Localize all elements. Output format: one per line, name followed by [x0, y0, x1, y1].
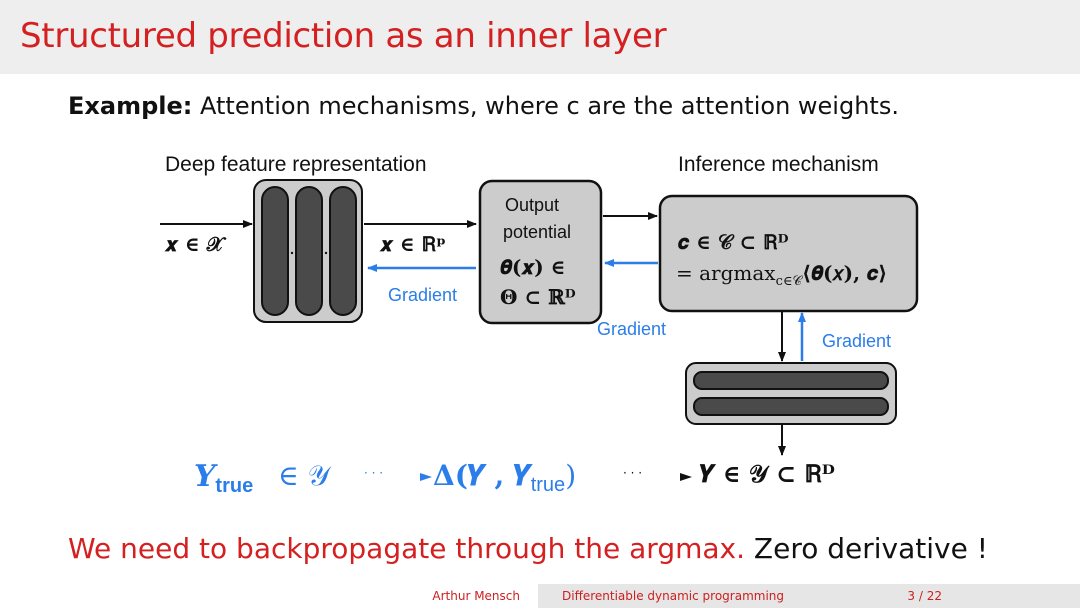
gradient-label-2: Gradient	[597, 319, 666, 339]
delta-expr: Δ(𝒀 , 𝒀true)	[433, 459, 576, 496]
inference-box	[658, 194, 919, 313]
y-true: 𝒀true	[194, 459, 253, 497]
footer-page-number: 3 / 22	[907, 589, 942, 603]
slide-footer: Arthur Mensch Differentiable dynamic pro…	[0, 584, 1080, 608]
conclusion-black: Zero derivative !	[753, 532, 988, 565]
footer-author-section: Arthur Mensch	[0, 584, 538, 608]
y-final: 𝒀 ∈ 𝒴 ⊂ ℝᴰ	[699, 459, 835, 488]
footer-talk-section: Differentiable dynamic programming 3 / 2…	[538, 584, 1080, 608]
slide-title: Structured prediction as an inner layer	[20, 16, 667, 56]
example-label: Example:	[68, 92, 193, 120]
slide-header: Structured prediction as an inner layer	[0, 0, 1080, 74]
inference-line2: = argmaxc∈𝒞⟨𝜽(𝑥), 𝒄⟩	[676, 261, 887, 289]
inference-line1: 𝒄 ∈ 𝒞 ⊂ ℝᴰ	[678, 230, 789, 254]
conclusion-red: We need to backpropagate through the arg…	[68, 532, 745, 565]
conclusion-line: We need to backpropagate through the arg…	[68, 532, 988, 565]
output-potential-line4: 𝚯 ⊂ ℝᴰ	[500, 285, 576, 309]
network-layer	[329, 186, 357, 316]
network-layer	[261, 186, 289, 316]
input-math: 𝒙 ∈ 𝒳	[164, 232, 227, 256]
network-layer	[295, 186, 323, 316]
feature-math: 𝒙 ∈ ℝᵖ	[379, 232, 446, 256]
decoder-layer	[693, 397, 889, 416]
gradient-label-1: Gradient	[388, 285, 457, 305]
ellipsis-2: · · ·	[623, 466, 642, 480]
ellipsis-1: · · ·	[364, 466, 383, 480]
example-line: Example: Attention mechanisms, where c a…	[68, 92, 899, 120]
output-potential-line2: potential	[503, 222, 571, 242]
output-potential-line3: 𝜽(𝒙) ∈	[500, 255, 565, 279]
output-potential-box	[478, 179, 603, 325]
footer-talk-title: Differentiable dynamic programming	[562, 589, 785, 603]
gradient-label-3: Gradient	[822, 331, 891, 351]
footer-author: Arthur Mensch	[432, 589, 520, 603]
output-potential-line1: Output	[505, 195, 559, 215]
y-true-set: ∈ 𝒴	[278, 459, 332, 492]
decoder-layer	[693, 371, 889, 390]
deep-feature-heading: Deep feature representation	[165, 153, 427, 176]
inference-heading: Inference mechanism	[678, 153, 879, 176]
example-text: Attention mechanisms, where c are the at…	[200, 92, 899, 120]
